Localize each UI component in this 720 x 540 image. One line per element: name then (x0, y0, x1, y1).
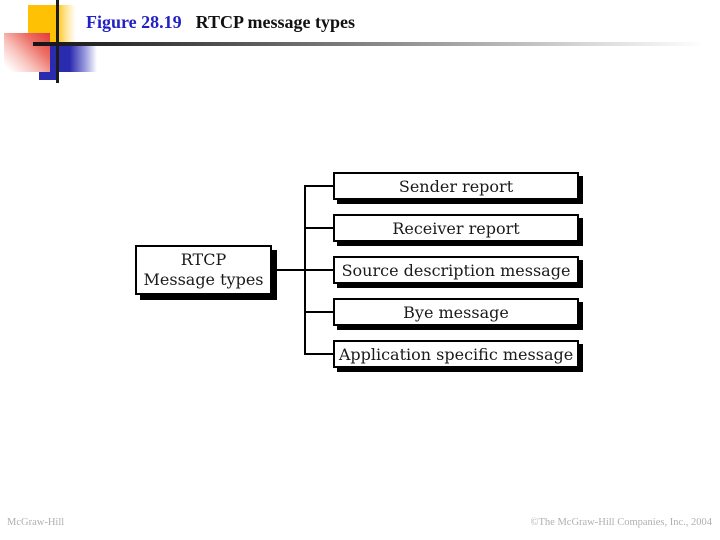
figure-title-text: RTCP message types (195, 12, 356, 32)
connector-stub-sender (304, 185, 333, 187)
box-application-specific: Application specific message (333, 340, 579, 368)
root-box-line1: RTCP (180, 250, 227, 269)
connector-root-line (272, 269, 333, 271)
box-bye-message: Bye message (333, 298, 579, 326)
box-receiver-report: Receiver report (333, 214, 579, 242)
header-rule (33, 42, 720, 46)
box-source-description: Source description message (333, 256, 579, 284)
footer-copyright: ©The McGraw-Hill Companies, Inc., 2004 (530, 517, 712, 528)
slide-title: Figure 28.19 RTCP message types (86, 12, 355, 33)
rtcp-message-types-box: RTCP Message types (135, 245, 272, 295)
figure-label: Figure 28.19 (86, 12, 182, 32)
connector-stub-receiver (304, 227, 333, 229)
decor-red-square (4, 33, 50, 72)
decor-vertical-line (56, 0, 59, 83)
connector-stub-application (304, 353, 333, 355)
connector-stub-bye (304, 311, 333, 313)
root-box-line2: Message types (143, 270, 264, 289)
footer-brand: McGraw-Hill (7, 517, 65, 528)
box-sender-report: Sender report (333, 172, 579, 200)
